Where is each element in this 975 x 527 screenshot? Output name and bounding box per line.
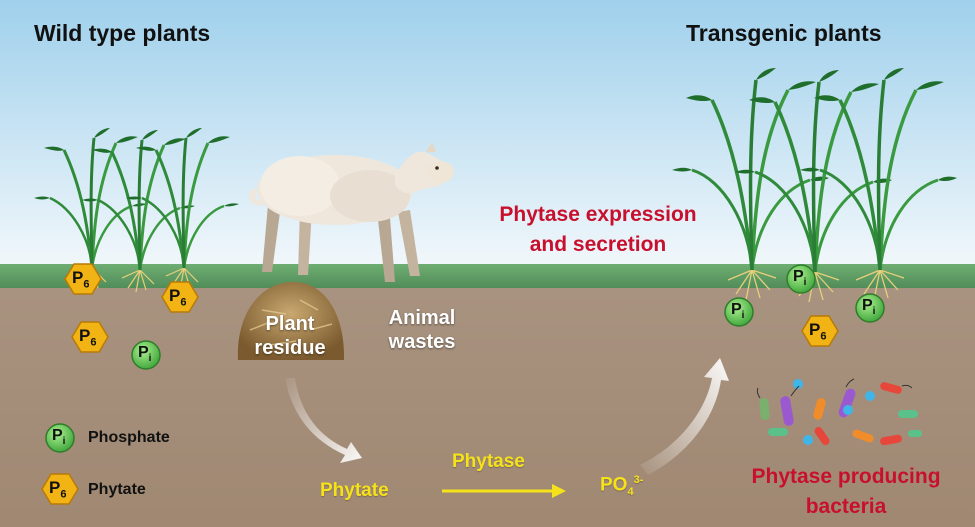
phytate-badge-label: P6 [72,268,90,291]
phytate-flow-label: Phytate [320,480,389,501]
residue-to-phytate-arrow [285,378,362,463]
wild-type-title: Wild type plants [34,20,211,46]
legend-phytate-label: Phytate [88,481,146,498]
phytase-enzyme-label: Phytase [452,451,525,472]
bacteria-label: Phytase producing bacteria [751,465,941,518]
phytate-badge [64,263,102,295]
bacteria-cluster [756,378,922,446]
legend-phosphate-symbol-label: Pi [52,427,66,448]
phytase-expression-label: Phytase expression and secretion [499,203,697,256]
plant-residue-label: Plant residue [254,313,326,359]
legend-phosphate-symbol [45,423,75,453]
hay-pile [237,281,345,360]
phosphate-badge-label: Pi [862,297,876,318]
phytate-badge [71,321,109,353]
phosphate-badge [855,293,885,323]
phosphate-badge [724,297,754,327]
phytate-badge-label: P6 [169,286,187,309]
phosphate-badge [786,264,816,294]
legend-phytate-symbol-label: P6 [49,478,67,501]
phosphate-badge-label: Pi [731,301,745,322]
sheep-illustration [249,142,454,282]
phytase-conversion-arrow [442,484,566,498]
phosphate-badge [131,340,161,370]
legend-phosphate-label: Phosphate [88,429,170,446]
po4-to-plants-arrow [640,358,729,475]
phytate-badge-label: P6 [79,326,97,349]
phosphate-badge-label: Pi [793,268,807,289]
phosphate-ion-label: PO43- [600,474,644,499]
transgenic-title: Transgenic plants [686,20,882,46]
legend-phytate-symbol [41,473,79,505]
phytate-badge [161,281,199,313]
phytate-badge-label: P6 [809,320,827,343]
animal-wastes-label: Animal wastes [388,307,456,353]
phosphate-badge-label: Pi [138,344,152,365]
phytate-badge [801,315,839,347]
